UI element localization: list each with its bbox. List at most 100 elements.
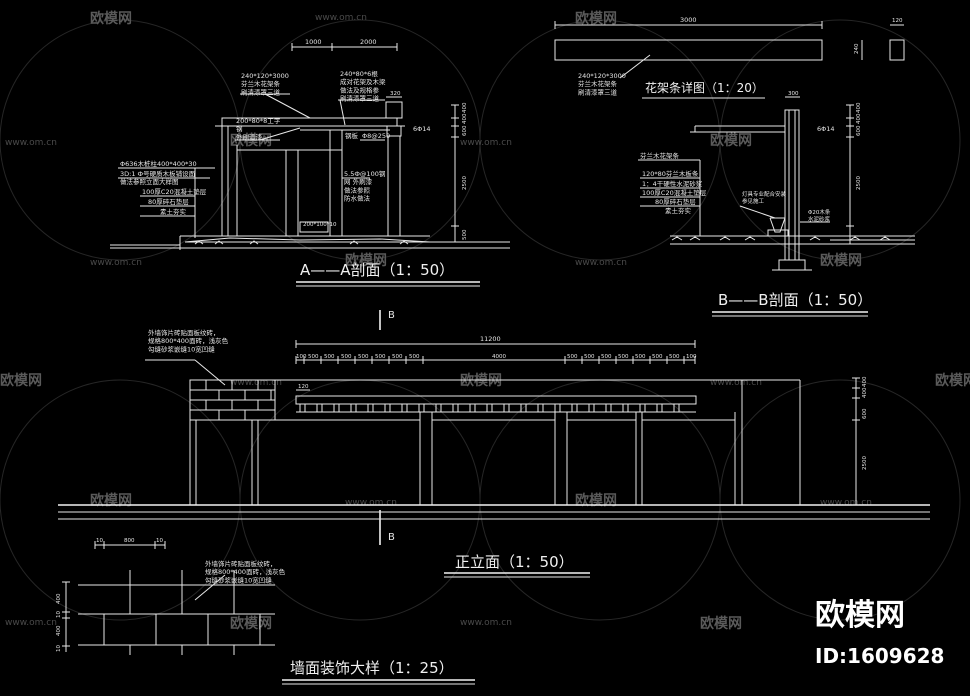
watermark-url: www.om.cn [315,13,367,23]
wall-title: 墙面装饰大样（1：25） [290,659,454,677]
elev-right-spacing-3: 500 [618,354,629,360]
watermark-text: 欧模网 [90,10,132,27]
watermark-url: www.om.cn [820,498,872,508]
watermark-text: 欧模网 [345,252,387,269]
aa-note-pile: Φ636木桩柱400*400*30 [120,159,197,168]
rafter-end [418,403,425,413]
aa-note-rail: 钢板 [345,131,359,140]
bb-note-layer-3: 素土夯实 [665,206,692,215]
wall-dim-left-4: 10 [56,645,62,652]
rafter-end [639,403,646,413]
aa-note-angle: 200*80*8工字钢外刷清漆 [236,116,281,141]
bb-dim-300: 300 [788,91,799,97]
rafter-end [452,403,459,413]
rafter-end [622,403,629,413]
elev-right-spacing-4: 500 [635,354,646,360]
aa-note-mid: 5.5Ф@100钢网 外刷漆做法参照防水做法 [344,170,386,202]
aa-note-phi: Φ8@250 [362,132,390,140]
rafter-end [520,403,527,413]
wall-dim-left-2: 10 [56,611,62,618]
rafter-end [350,403,357,413]
elev-dim-ticks [295,356,696,364]
wall-note: 外墙饰片砖贴面板纹砖，规格800*400面砖，浅灰色勾缝砂浆嵌缝10宽凹缝 [205,559,286,584]
rafter-end [588,403,595,413]
watermark-url: www.om.cn [230,378,282,388]
rafter-end [401,403,408,413]
watermark-text: 欧模网 [710,132,752,149]
watermark-url: www.om.cn [345,498,397,508]
elev-left-spacing-3: 500 [341,354,352,360]
watermark-rings [0,19,961,621]
bb-note-lamp: 灯具专业配合安装参见施工 [742,190,787,205]
aa-title: A——A剖面（1：50） [300,261,454,279]
section-aa: 1000 2000 400 400 [110,38,510,287]
aa-note-layer-3: 素土夯实 [160,207,187,216]
rafter-end [673,403,680,413]
bb-dim-right-4: 2500 [856,176,862,190]
bb-note-pipe: Φ20木条水泥砂浆 [808,208,831,223]
rafter-end [537,403,544,413]
watermark-text: 欧模网 [575,492,617,509]
aa-dim-right-5: 500 [462,229,468,240]
elev-dim-120: 120 [298,384,309,390]
watermarks: 欧模网 www.om.cn 欧模网 www.om.cn 欧模网 www.om.c… [0,10,970,632]
rafter-end [333,403,340,413]
watermark-url: www.om.cn [575,258,627,268]
aa-note-layer-2: 80厚碎石垫层 [148,197,189,206]
brand-id: ID:1609628 [815,644,944,668]
bb-dim-right-2: 400 [856,113,862,124]
aa-dim-right-4: 2500 [462,176,468,190]
wall-dim-top-2: 800 [124,538,135,544]
wall-dim-left-1: 400 [56,593,62,604]
rafter-end [605,403,612,413]
watermark-text: 欧模网 [820,252,862,269]
watermark-url: www.om.cn [710,378,762,388]
bb-title: B——B剖面（1：50） [718,291,872,309]
rafter-end [656,403,663,413]
aa-note-beam2: 240*80*6根成对花架及木梁做法及规格参刷清漆罩三道 [340,69,386,102]
elev-mid-dim: 4000 [492,354,506,360]
wall-dim-top-3: 10 [156,538,163,544]
aa-note-rebar: 6Φ14 [413,125,431,133]
aa-dim-right-1: 400 [462,102,468,113]
watermark-url: www.om.cn [5,138,57,148]
elev-left-spacing-5: 500 [375,354,386,360]
aa-dim-top-2: 2000 [360,38,377,46]
bb-dim-right-3: 600 [856,125,862,136]
elev-left-spacing-1: 500 [308,354,319,360]
rafter-end [554,403,561,413]
elev-title: 正立面（1：50） [455,553,574,571]
elev-right-spacing-7: 100 [686,354,697,360]
elev-right-spacing-0: 500 [567,354,578,360]
rafter-title: 花架条详图（1：20） [645,80,764,95]
rafter-end [571,403,578,413]
rafter-end [367,403,374,413]
bb-note-layer-1: 100厚C20混凝土垫层 [642,188,707,197]
watermark-url: www.om.cn [460,138,512,148]
watermark-text: 欧模网 [230,615,272,632]
rafter-end [316,403,323,413]
elev-left-spacing-7: 500 [409,354,420,360]
watermark-text: 欧模网 [90,492,132,509]
marker-b-top: B [388,310,395,321]
elev-dim-right-2: 400 [862,387,868,398]
watermark-text: 欧模网 [575,10,617,27]
wall-detail: 10 800 10 400 10 400 10 外墙饰片砖贴面板纹砖，规格800… [56,538,475,685]
marker-b-bottom: B [388,532,395,543]
section-bb: 300 400 400 600 2500 芬兰木花架条 6Φ14 120*80芬… [638,91,915,317]
rafter-end [384,403,391,413]
rafter-dim-h: 240 [854,43,860,54]
elev-right-spacing-6: 500 [669,354,680,360]
aa-note-base: 200*100*10 [303,222,337,228]
watermark-text: 欧模网 [0,372,42,389]
front-elevation: B B 11200 100 500 500 500 500 500 500 50… [58,310,930,578]
bb-dim-right-1: 400 [856,102,862,113]
elev-right-spacing-5: 500 [652,354,663,360]
elev-rafters [299,403,680,413]
aa-dim-320: 320 [390,91,401,97]
rafter-end [503,403,510,413]
aa-dim-right-3: 600 [462,125,468,136]
